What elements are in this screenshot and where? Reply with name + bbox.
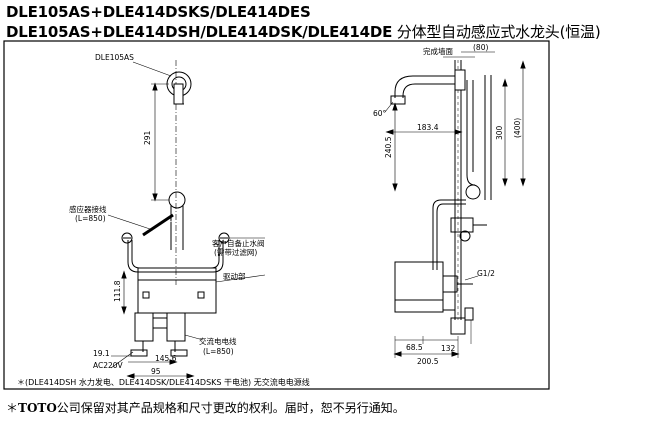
technical-drawing: DLE105AS 感应器接线 (L=850) 客户自备止水阀 (需带过滤网) 驱…	[3, 40, 550, 390]
label-ac-cable: 交流电电线	[199, 336, 237, 346]
title-line-1: DLE105AS+DLE414DSKS/DLE414DES	[6, 3, 311, 21]
title-line-2: DLE105AS+DLE414DSH/DLE414DSK/DLE414DE 分体…	[6, 21, 601, 42]
dim-95: 95	[151, 367, 161, 376]
dim-19-1: 19.1	[93, 349, 110, 358]
dim-300: 300	[495, 125, 504, 140]
label-sensor-wire-length: (L=850)	[75, 214, 106, 223]
label-drive-unit: 驱动部	[223, 271, 246, 281]
front-view	[107, 60, 266, 379]
label-stop-valve-2: (需带过滤网)	[214, 247, 257, 257]
note-text: ＊(DLE414DSH 水力发电、DLE414DSK/DLE414DSKS 干电…	[17, 377, 310, 387]
dim-145-6: 145.6	[155, 354, 177, 363]
dim-wall-80: (80)	[473, 43, 488, 52]
label-sensor-wire: 感应器接线	[69, 204, 107, 214]
dim-200-5: 200.5	[417, 357, 439, 366]
side-view	[384, 51, 526, 358]
label-faucet-model: DLE105AS	[95, 53, 134, 62]
dim-132: 132	[441, 344, 456, 353]
title-models: DLE105AS+DLE414DSH/DLE414DSK/DLE414DE	[6, 23, 393, 41]
label-g-thread: G1/2	[477, 269, 495, 278]
dim-240-5: 240.5	[384, 136, 393, 158]
dim-111-8: 111.8	[113, 280, 122, 302]
footer-text: 公司保留对其产品规格和尺寸更改的权利。届时，恕不另行通知。	[56, 401, 405, 415]
label-ac-voltage: AC220V	[93, 361, 124, 370]
label-angle: 60°	[373, 109, 387, 118]
dim-68-5: 68.5	[406, 343, 423, 352]
label-stop-valve-1: 客户自备止水阀	[212, 238, 265, 248]
dim-400: (400)	[513, 118, 522, 138]
label-ac-cable-length: (L=850)	[203, 347, 234, 356]
title-description: 分体型自动感应式水龙头(恒温)	[392, 23, 601, 41]
drawing-border	[3, 40, 550, 390]
dim-183-4: 183.4	[417, 123, 439, 132]
footer-disclaimer: ＊TOTO公司保留对其产品规格和尺寸更改的权利。届时，恕不另行通知。	[6, 399, 405, 416]
footer-star: ＊	[6, 401, 19, 415]
label-finished-wall: 完成墙面	[423, 46, 453, 56]
brand-logo-text: TOTO	[18, 401, 57, 415]
dim-291: 291	[143, 130, 152, 145]
